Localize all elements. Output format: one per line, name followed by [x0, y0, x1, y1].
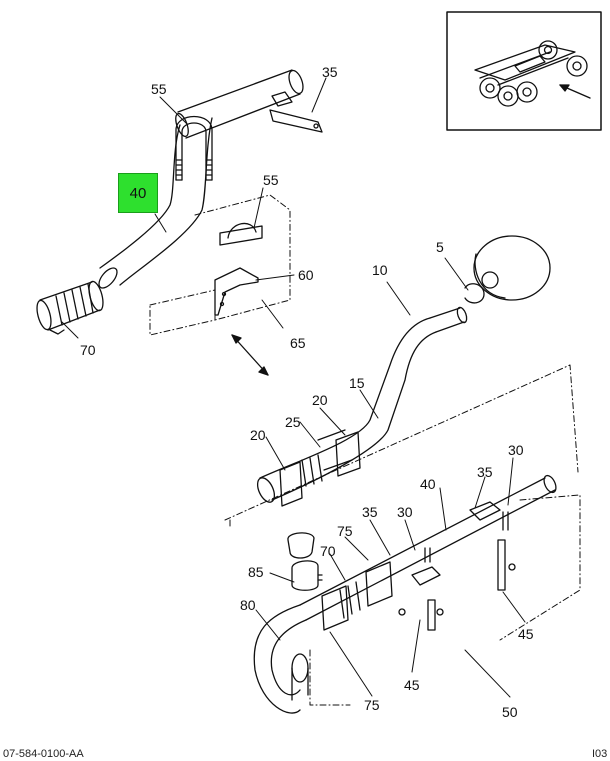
vehicle-location-inset: [446, 11, 602, 131]
callout-45: 45: [404, 677, 420, 693]
callout-75: 75: [364, 697, 380, 713]
clamp-55: [219, 222, 263, 246]
muffler-70-upper: [36, 280, 104, 335]
frame-rail-upper: [149, 194, 291, 336]
page-tag: I03: [592, 748, 608, 760]
callout-55: 55: [151, 81, 167, 97]
upper-exhaust-tube: [98, 69, 304, 289]
callout-20: 20: [250, 427, 266, 443]
mounting-bracket-upper: [269, 91, 323, 133]
callout-55: 55: [263, 172, 279, 188]
callout-70: 70: [80, 342, 96, 358]
callout-40: 40: [420, 476, 436, 492]
callout-35: 35: [322, 64, 338, 80]
callout-60: 60: [298, 267, 314, 283]
exhaust-pipe-15: [256, 306, 468, 507]
frame-outline-right: [224, 364, 581, 706]
callout-50: 50: [502, 704, 518, 720]
bracket-60: [214, 267, 259, 316]
callout-85: 85: [248, 564, 264, 580]
callout-15: 15: [349, 375, 365, 391]
callout-65: 65: [290, 335, 306, 351]
callout-35: 35: [477, 464, 493, 480]
callout-30: 30: [508, 442, 524, 458]
callout-5: 5: [436, 239, 444, 255]
callout-75: 75: [337, 523, 353, 539]
brackets-right: [398, 501, 516, 631]
callout-25: 25: [285, 414, 301, 430]
callout-35: 35: [362, 504, 378, 520]
turbo-flange: [464, 235, 551, 304]
chassis-thumbnail: [474, 40, 588, 107]
callout-30: 30: [397, 504, 413, 520]
leader-lines: [61, 77, 526, 698]
drawing-id: 07-584-0100-AA: [3, 748, 84, 760]
clamp-85: [287, 532, 323, 591]
callout-70: 70: [320, 543, 336, 559]
u-bolt: [175, 116, 213, 181]
callout-80: 80: [240, 597, 256, 613]
callout-45: 45: [518, 626, 534, 642]
tailpipe-assembly: [253, 474, 557, 714]
callout-40-highlighted[interactable]: 40: [118, 173, 158, 213]
callout-20: 20: [312, 392, 328, 408]
callout-10: 10: [372, 262, 388, 278]
